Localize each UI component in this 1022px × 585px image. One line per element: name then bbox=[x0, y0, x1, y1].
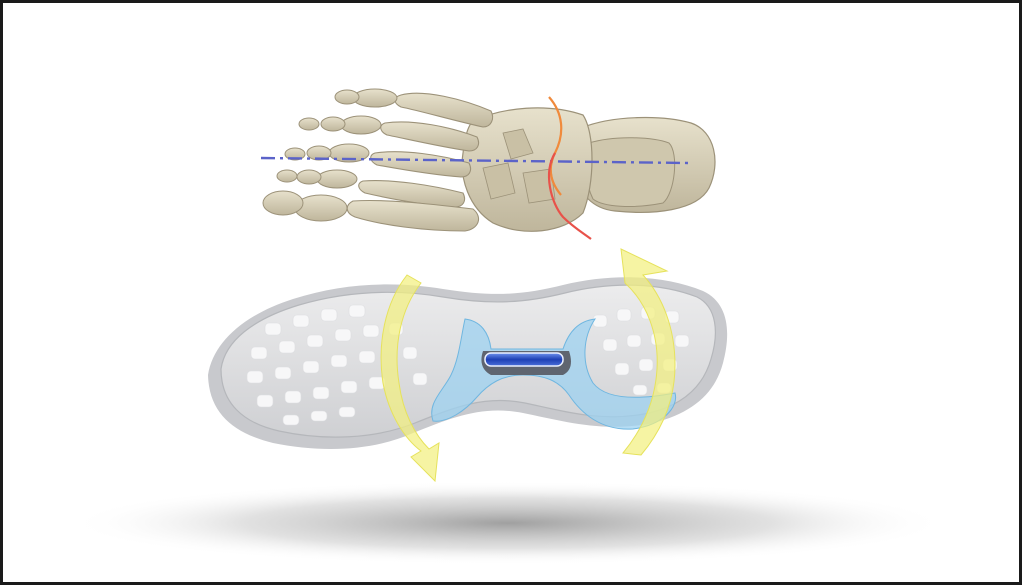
shoe-outsole bbox=[208, 249, 727, 481]
torsion-bar bbox=[485, 353, 563, 366]
foot-and-outsole-illustration bbox=[3, 3, 1019, 582]
floor-shadow bbox=[68, 481, 948, 565]
talus-bone bbox=[586, 138, 675, 207]
foot-skeleton bbox=[261, 89, 715, 239]
